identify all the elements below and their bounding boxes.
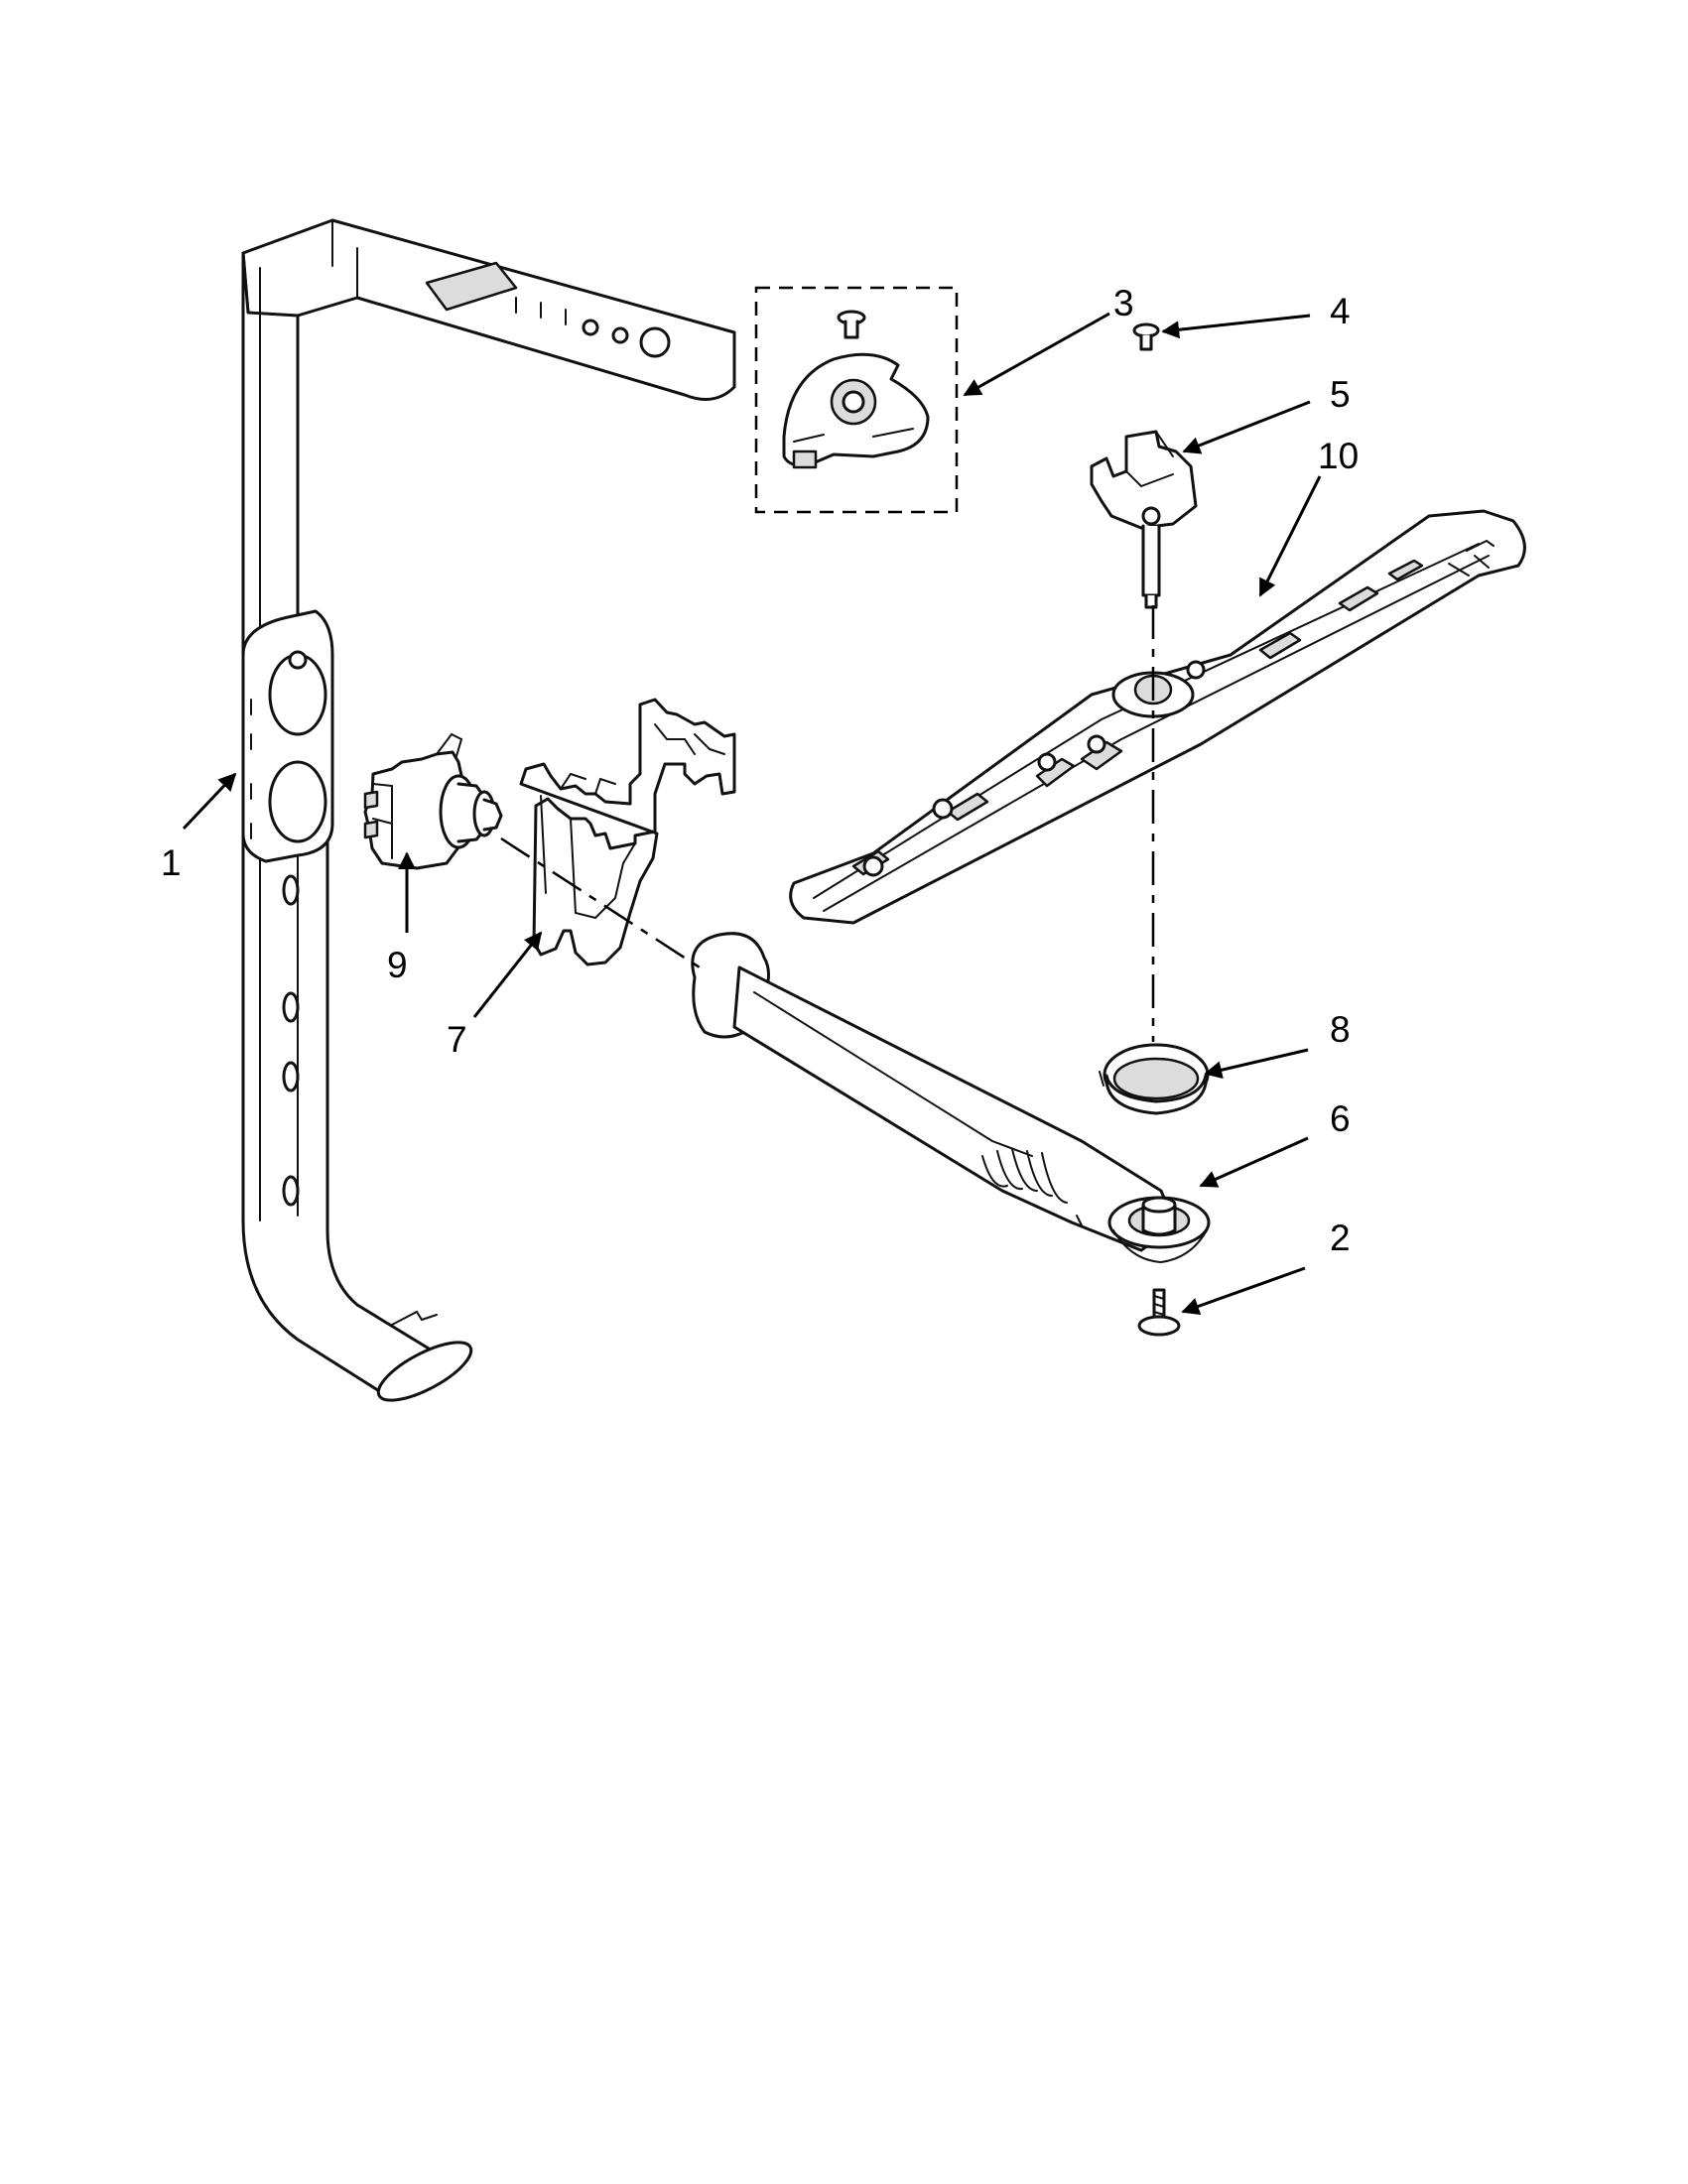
leader-6 <box>1199 1136 1309 1188</box>
valve-part-9 <box>363 732 503 870</box>
leader-7 <box>472 931 543 1018</box>
leader-4 <box>1161 314 1311 339</box>
ring-part-8 <box>1099 1043 1210 1115</box>
leader-2 <box>1181 1266 1306 1316</box>
leader-5 <box>1182 400 1311 454</box>
callout-4: 4 <box>1330 291 1351 331</box>
leader-3 <box>963 312 1110 397</box>
callout-2: 2 <box>1330 1218 1351 1258</box>
leader-1 <box>182 772 237 831</box>
bracket-part-7 <box>519 698 736 966</box>
callout-8: 8 <box>1330 1009 1351 1050</box>
callout-6: 6 <box>1330 1098 1351 1139</box>
spray-arm-mount-part-5 <box>1090 430 1198 609</box>
centerline-valve-to-manifold <box>500 836 701 969</box>
callout-1: 1 <box>161 842 182 883</box>
supply-tube-part-1 <box>241 218 736 1402</box>
kit-boundary-box <box>754 286 959 514</box>
screw-part-2 <box>1137 1288 1181 1337</box>
leader-10 <box>1258 475 1322 597</box>
callout-10: 10 <box>1318 436 1359 476</box>
callout-9: 9 <box>387 945 408 985</box>
kit-part-3 <box>754 286 959 514</box>
screw-part-4 <box>1132 322 1160 351</box>
callout-5: 5 <box>1330 374 1351 415</box>
manifold-tube-part-6 <box>691 932 1211 1264</box>
callout-7: 7 <box>447 1019 467 1060</box>
callout-3: 3 <box>1113 283 1134 323</box>
leader-8 <box>1204 1048 1309 1080</box>
